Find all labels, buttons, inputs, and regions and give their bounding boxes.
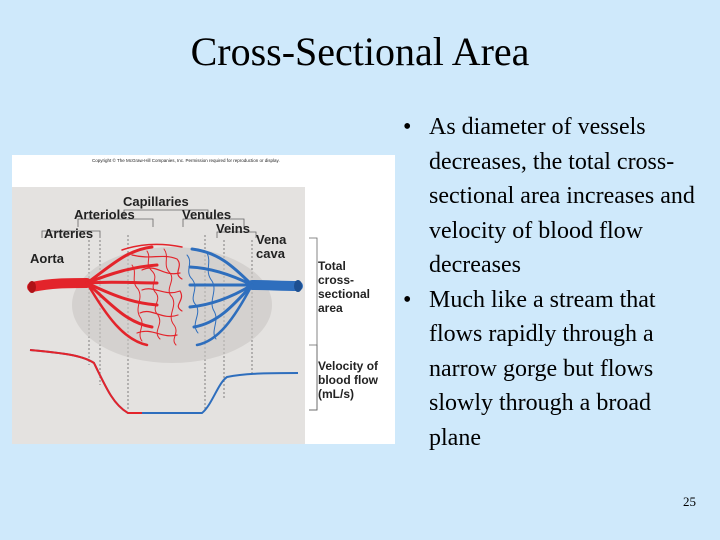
velocity-label: Velocity of blood flow (mL/s) xyxy=(318,359,379,401)
bullet-item: Much like a stream that flows rapidly th… xyxy=(398,283,698,456)
label-aorta: Aorta xyxy=(30,251,65,266)
blood-vessel-figure: Copyright © The McGraw-Hill Companies, I… xyxy=(12,155,395,444)
label-vena-1: Vena xyxy=(256,232,287,247)
label-vena-2: cava xyxy=(256,246,286,261)
svg-text:(mL/s): (mL/s) xyxy=(318,387,354,401)
label-capillaries: Capillaries xyxy=(123,194,189,209)
velocity-curve-red xyxy=(29,349,142,414)
aorta-end xyxy=(28,281,36,293)
copyright-text: Copyright © The McGraw-Hill Companies, I… xyxy=(92,157,280,163)
svg-text:blood flow: blood flow xyxy=(318,373,379,387)
vessel-diagram: Copyright © The McGraw-Hill Companies, I… xyxy=(12,155,395,444)
svg-text:cross-: cross- xyxy=(318,273,354,287)
svg-text:Velocity of: Velocity of xyxy=(318,359,379,373)
slide-number: 25 xyxy=(683,494,696,509)
bullet-item: As diameter of vessels decreases, the to… xyxy=(398,110,698,283)
slide-title: Cross-Sectional Area xyxy=(190,29,530,74)
bullet-list: As diameter of vessels decreases, the to… xyxy=(398,110,698,455)
arterial-network xyxy=(27,243,183,347)
label-veins: Veins xyxy=(216,221,250,236)
area-label: Total cross- sectional area xyxy=(318,259,370,315)
label-venules: Venules xyxy=(182,207,231,222)
label-arteries: Arteries xyxy=(44,226,93,241)
vena-cava-end xyxy=(294,280,302,292)
svg-text:area: area xyxy=(318,301,343,315)
label-arterioles: Arterioles xyxy=(74,207,135,222)
svg-text:Total: Total xyxy=(318,259,346,273)
svg-text:sectional: sectional xyxy=(318,287,370,301)
